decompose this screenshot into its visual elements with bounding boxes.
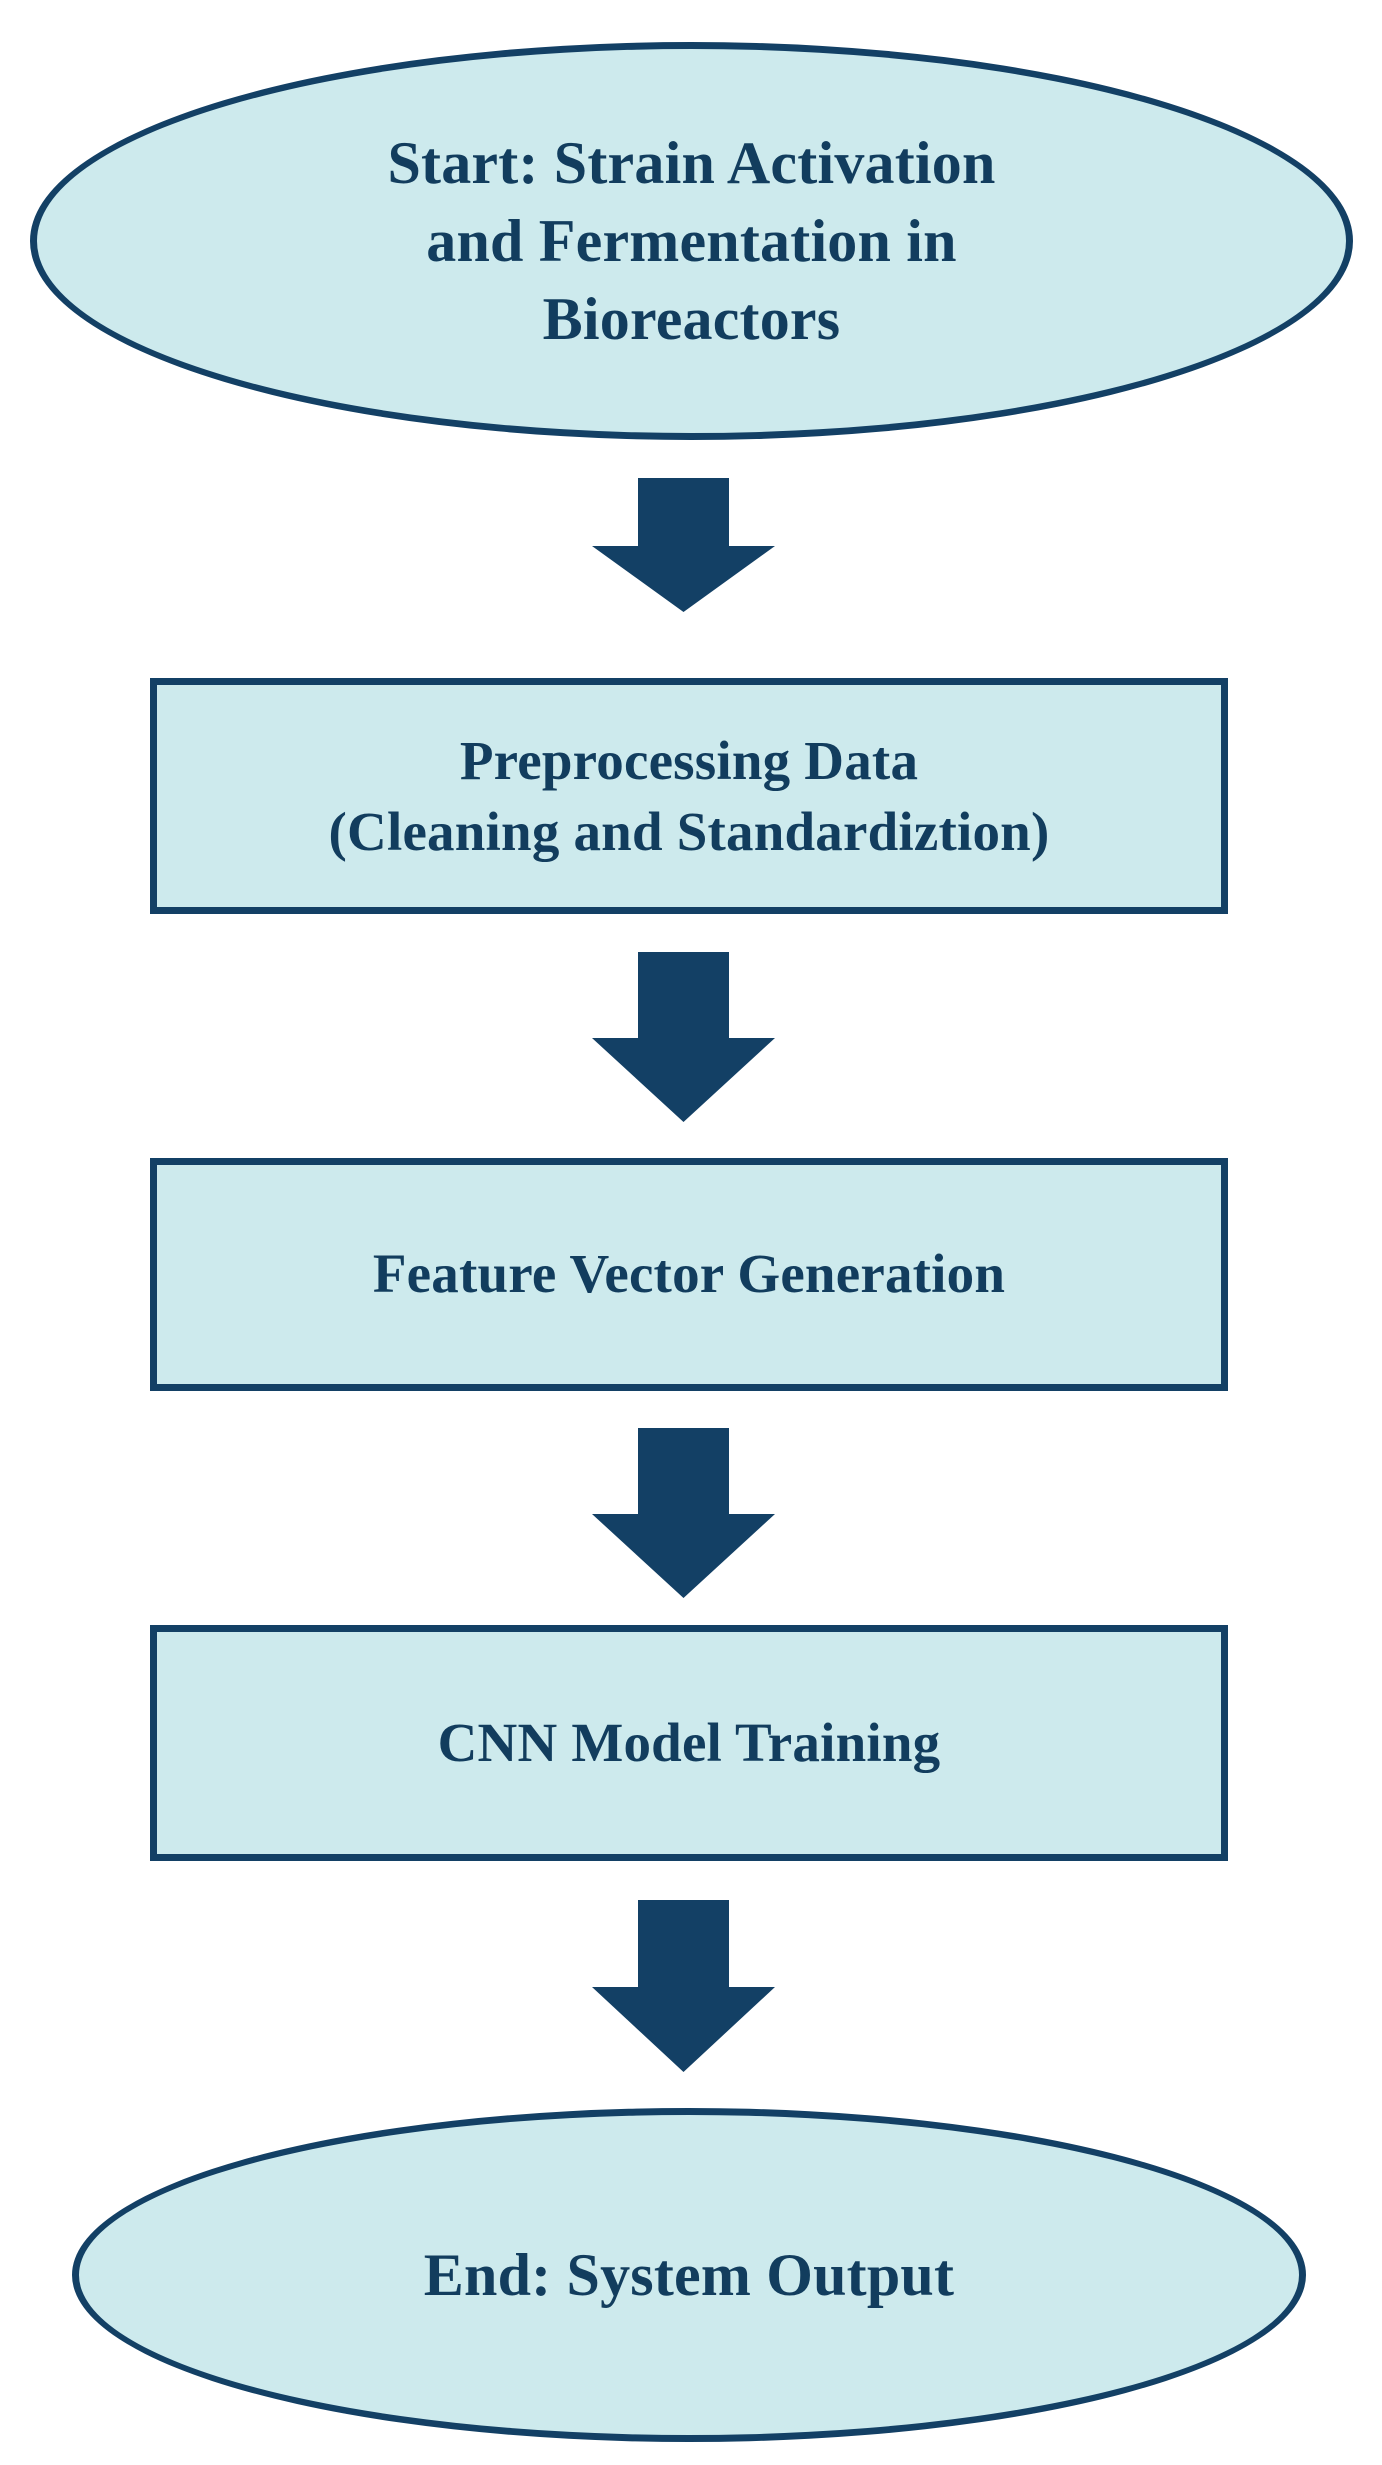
flow-node-cnn-model-training-label: CNN Model Training xyxy=(437,1711,941,1773)
flow-node-preprocessing[interactable]: Preprocessing Data (Cleaning and Standar… xyxy=(150,678,1228,914)
flow-node-start-line-1: Start: Strain Activation xyxy=(387,130,996,196)
flow-node-preprocessing-line-1: Preprocessing Data xyxy=(459,729,919,791)
flow-node-start-line-2: and Fermentation in xyxy=(426,208,957,274)
flow-node-feature-vector-generation-label: Feature Vector Generation xyxy=(372,1243,1006,1305)
down-arrow-icon xyxy=(592,1428,775,1598)
flow-arrow-start-to-preprocessing xyxy=(592,478,775,612)
down-arrow-icon xyxy=(592,952,775,1122)
flow-arrow-preprocessing-to-feature xyxy=(592,952,775,1122)
flow-node-feature-vector-generation[interactable]: Feature Vector Generation xyxy=(150,1158,1228,1391)
flow-arrow-feature-to-cnn xyxy=(592,1428,775,1598)
flow-node-preprocessing-label: Preprocessing Data (Cleaning and Standar… xyxy=(157,725,1221,868)
flow-arrow-cnn-to-end xyxy=(592,1900,775,2072)
down-arrow-icon xyxy=(592,1900,775,2072)
flow-node-preprocessing-line-2: (Cleaning and Standardiztion) xyxy=(328,801,1050,862)
flow-node-start[interactable]: Start: Strain Activation and Fermentatio… xyxy=(30,42,1353,440)
flow-node-cnn-model-training[interactable]: CNN Model Training xyxy=(150,1625,1228,1861)
flow-node-start-label: Start: Strain Activation and Fermentatio… xyxy=(37,124,1346,358)
flow-node-start-line-3: Bioreactors xyxy=(542,286,841,352)
flow-node-end[interactable]: End: System Output xyxy=(72,2108,1306,2442)
flow-node-end-label: End: System Output xyxy=(423,2241,955,2308)
down-arrow-icon xyxy=(592,478,775,612)
